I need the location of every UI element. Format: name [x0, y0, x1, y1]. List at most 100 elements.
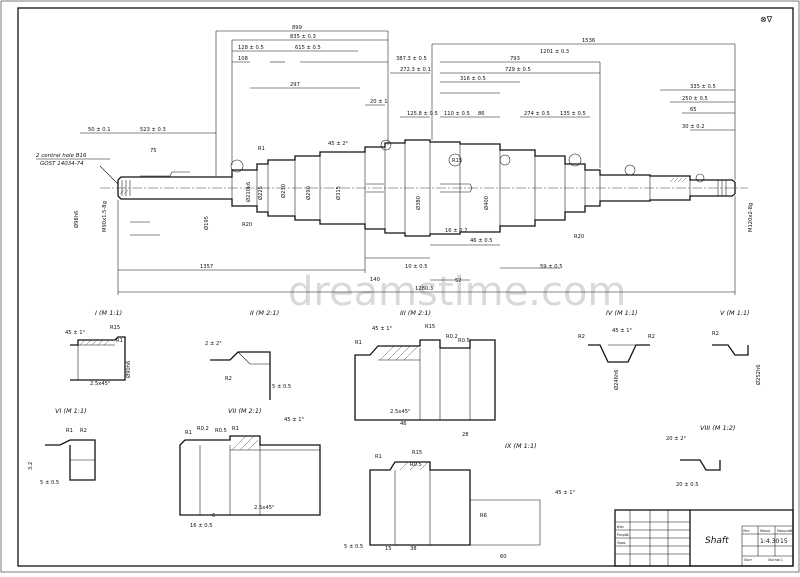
svg-text:Изм: Изм: [617, 525, 624, 529]
svg-text:R1: R1: [185, 430, 192, 436]
svg-text:R15: R15: [425, 324, 435, 330]
svg-text:Пров.: Пров.: [617, 541, 626, 545]
dim-30: 30 ± 0.2: [682, 124, 705, 130]
detail-view-vii: VII (M 2:1) R1 R0.2 R0.5 R1 45 ± 1° 2.5x…: [179, 407, 321, 529]
label-d98: Ø98h6: [73, 211, 80, 228]
detail-iii-label: III (M 2:1): [400, 309, 431, 317]
dim-140: 140: [370, 277, 380, 283]
dim-52: 52: [455, 278, 462, 284]
svg-text:28: 28: [462, 432, 469, 438]
detail-view-vi: VI (M 1:1) R1 R2 5 ± 0.5 3.2: [28, 407, 96, 486]
svg-text:2.5x45°: 2.5x45°: [390, 409, 411, 415]
svg-text:R1: R1: [116, 338, 123, 344]
top-dimension-lines: [80, 30, 736, 180]
svg-text:16 ± 0.5: 16 ± 0.5: [190, 523, 213, 529]
svg-text:6: 6: [212, 513, 215, 519]
dim-1201: 1201 ± 0.3: [540, 49, 569, 55]
dim-overall: 1280.3: [415, 286, 433, 292]
dim-135: 135 ± 0.5: [560, 111, 586, 117]
label-r20-right: R20: [574, 234, 584, 240]
note-standard: GOST 14034-74: [40, 161, 84, 167]
svg-text:45 ± 1°: 45 ± 1°: [555, 490, 576, 496]
dim-272: 272.3 ± 0.1: [400, 67, 431, 73]
svg-text:45 ± 1°: 45 ± 1°: [612, 328, 633, 334]
label-d230: Ø230: [280, 184, 287, 198]
dim-65: 65: [690, 107, 697, 113]
svg-text:45 ± 1°: 45 ± 1°: [372, 326, 393, 332]
dim-108: 108: [238, 56, 248, 62]
svg-text:R0.2: R0.2: [197, 426, 209, 432]
drawing-frame: [17, 7, 794, 567]
dim-1357: 1357: [200, 264, 213, 270]
bottom-dimension-texts: 1280.3 1357 10 ± 0.5 46 ± 0.5 59 ± 0.5 1…: [200, 228, 563, 292]
svg-text:38: 38: [410, 546, 417, 552]
detail-view-ii: II (M 2:1) 2 ± 2° R2 5 ± 0.5: [205, 309, 291, 400]
label-d195: Ø195: [203, 216, 210, 230]
svg-text:R1: R1: [232, 426, 239, 432]
svg-text:R0.5: R0.5: [215, 428, 227, 434]
dim-793: 793: [510, 56, 520, 62]
shaft-profile-lower: [117, 193, 736, 237]
dim-274: 274 ± 0.5: [524, 111, 550, 117]
svg-text:46: 46: [400, 421, 407, 427]
label-r15: R15: [452, 158, 462, 164]
svg-text:3.2: 3.2: [28, 462, 34, 470]
dim-86: 86: [478, 111, 485, 117]
detail-vii-label: VII (M 2:1): [228, 407, 262, 415]
svg-text:2.5x45°: 2.5x45°: [254, 505, 275, 511]
drawing-title: Shaft: [705, 536, 729, 546]
svg-text:R1: R1: [375, 454, 382, 460]
svg-text:Ø246h6: Ø246h6: [613, 369, 620, 390]
svg-text:Лит.: Лит.: [743, 529, 750, 533]
svg-text:R0.5: R0.5: [458, 338, 470, 344]
dim-250: 250 ± 0.5: [682, 96, 708, 102]
svg-text:R2: R2: [712, 331, 719, 337]
label-m90: M90x1.5-8g: [102, 201, 108, 232]
svg-text:2.5x45°: 2.5x45°: [90, 381, 111, 387]
dim-1536: 1536: [582, 38, 595, 44]
detail-iv-label: IV (M 1:1): [606, 309, 638, 317]
label-d380: Ø380: [415, 196, 422, 210]
main-view-labels: Ø98h6 M90x1.5-8g Ø195 R20 Ø210k6 Ø225 Ø2…: [73, 141, 754, 240]
dim-729: 729 ± 0.5: [505, 67, 531, 73]
svg-text:Листов 1: Листов 1: [768, 558, 783, 562]
svg-text:R0.2: R0.2: [446, 334, 458, 340]
sheets-value: 15: [780, 538, 788, 545]
bottom-dimension-lines: [117, 196, 736, 295]
dim-125: 125.8 ± 0.5: [407, 111, 438, 117]
svg-text:Ø90h6: Ø90h6: [125, 361, 132, 378]
dim-335: 335 ± 0.5: [690, 84, 716, 90]
detail-ix-label: IX (M 1:1): [505, 442, 537, 450]
detail-i-label: I (M 1:1): [95, 309, 122, 317]
dim-59: 59 ± 0.5: [540, 264, 563, 270]
note-centre-holes: 2 central hole B16: [36, 153, 87, 159]
svg-text:5 ± 0.5: 5 ± 0.5: [344, 544, 363, 550]
detail-view-ix: IX (M 1:1) R1 R15 R0.5 45 ± 1° R6 5 ± 0.…: [344, 442, 576, 560]
detail-viii-label: VIII (M 1:2): [700, 424, 735, 432]
dim-75: 75: [150, 148, 157, 154]
label-d290: Ø290: [305, 186, 312, 200]
label-m120: M120x2-8g: [748, 203, 754, 232]
detail-view-v: V (M 1:1) R2 Ø252h6: [712, 309, 762, 385]
svg-text:Масса: Масса: [760, 529, 770, 533]
svg-text:R15: R15: [412, 450, 422, 456]
dim-20: 20 ± 1: [370, 99, 388, 105]
dim-16: 16 ± 0.2: [445, 228, 468, 234]
svg-text:R2: R2: [80, 428, 87, 434]
svg-text:R6: R6: [480, 513, 487, 519]
dim-110: 110 ± 0.5: [444, 111, 470, 117]
label-r1: R1: [258, 146, 265, 152]
svg-text:2 ± 2°: 2 ± 2°: [205, 341, 222, 347]
svg-text:20 ± 0.5: 20 ± 0.5: [676, 482, 699, 488]
dim-297: 297: [290, 82, 300, 88]
surface-finish-mark: ⊗∇: [760, 15, 773, 24]
svg-text:60: 60: [500, 554, 507, 560]
detail-view-i: I (M 1:1) 45 ± 1° R15 R1 2.5x45° Ø90h6: [65, 309, 132, 387]
dim-615: 615 ± 0.5: [295, 45, 321, 51]
svg-text:Масштаб: Масштаб: [777, 529, 792, 533]
svg-text:R2: R2: [225, 376, 232, 382]
shaft-profile-upper: [117, 139, 736, 183]
dim-523: 523 ± 0.3: [140, 127, 166, 133]
label-d400: Ø400: [483, 196, 490, 210]
